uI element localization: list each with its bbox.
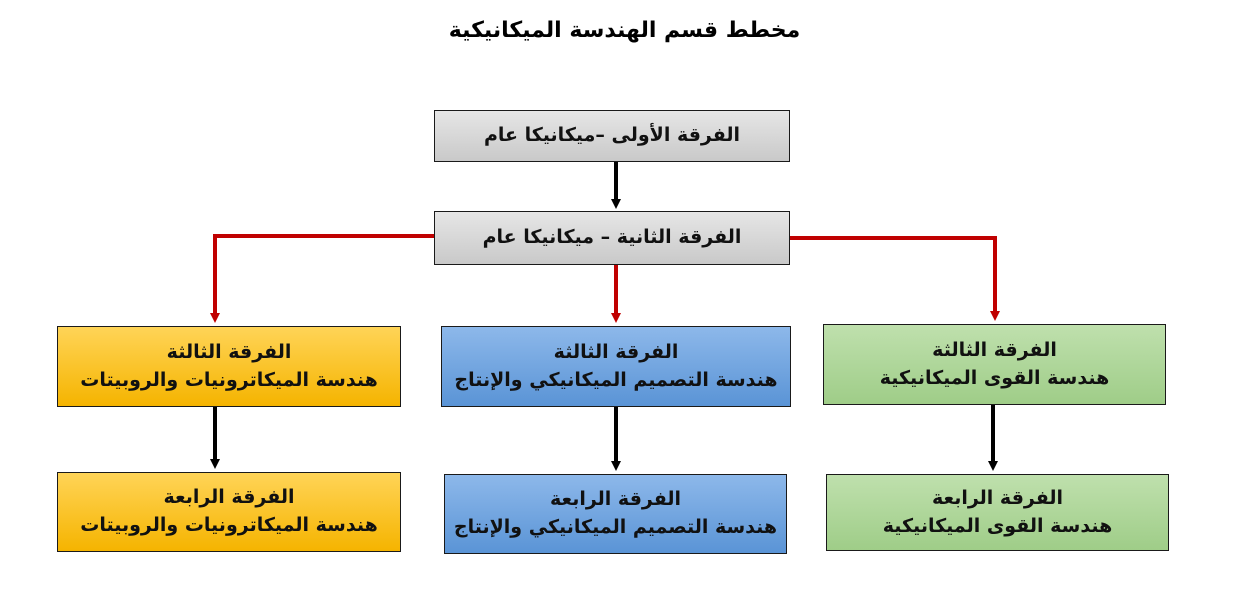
design-third-dept: هندسة التصميم الميكانيكي والإنتاج [454, 368, 778, 391]
power-third-dept: هندسة القوى الميكانيكية [879, 366, 1110, 389]
mechatronics-fourth-year: الفرقة الرابعة [163, 486, 295, 509]
design-fourth-dept: هندسة التصميم الميكانيكي والإنتاج [453, 516, 778, 538]
mechatronics-fourth-dept: هندسة الميكاترونيات والروبيتات [80, 514, 378, 536]
mechatronics-third-year: الفرقة الثالثة [166, 340, 292, 363]
power-fourth-dept: هندسة القوى الميكانيكية [882, 514, 1113, 537]
power-third-year: الفرقة الثالثة [932, 338, 1057, 361]
mechatronics-fourth-box: الفرقة الرابعة هندسة الميكاترونيات والرو… [57, 472, 401, 552]
design-fourth-year: الفرقة الرابعة [549, 488, 682, 511]
design-fourth-box: الفرقة الرابعة هندسة التصميم الميكانيكي … [444, 474, 787, 554]
level2-label: الفرقة الثانية – ميكانيكا عام [482, 226, 742, 249]
design-third-box: الفرقة الثالثة هندسة التصميم الميكانيكي … [441, 326, 791, 407]
power-third-box: الفرقة الثالثة هندسة القوى الميكانيكية [823, 324, 1166, 405]
mechatronics-third-dept: هندسة الميكاترونيات والروبيتات [80, 368, 378, 391]
level1-label: الفرقة الأولى –ميكانيكا عام [483, 124, 741, 147]
mechatronics-third-box: الفرقة الثالثة هندسة الميكاترونيات والرو… [57, 326, 401, 407]
arrow-level2-to-power [790, 236, 1000, 321]
arrow-level2-to-mechatronics [210, 234, 434, 323]
power-fourth-year: الفرقة الرابعة [931, 486, 1064, 509]
diagram-title: مخطط قسم الهندسة الميكانيكية [448, 18, 801, 43]
design-third-year: الفرقة الثالثة [553, 340, 679, 363]
level1-box: الفرقة الأولى –ميكانيكا عام [434, 110, 790, 162]
power-fourth-box: الفرقة الرابعة هندسة القوى الميكانيكية [826, 474, 1169, 551]
level2-box: الفرقة الثانية – ميكانيكا عام [434, 211, 790, 265]
